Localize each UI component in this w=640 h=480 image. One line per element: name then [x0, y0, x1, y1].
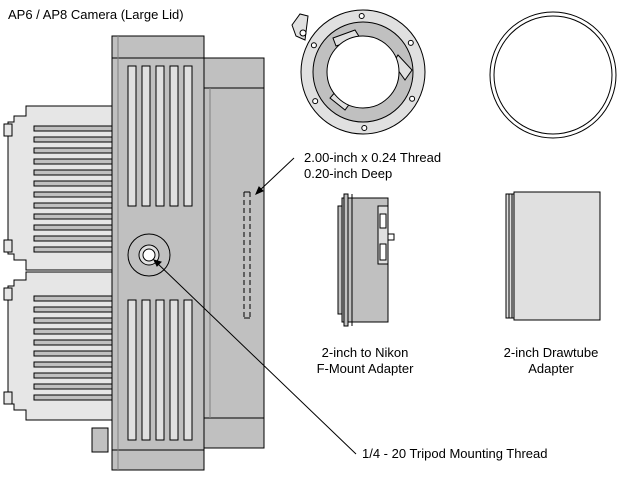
connector-pin: [33, 372, 113, 379]
cooling-fin: [169, 65, 179, 207]
screw-hole: [361, 125, 368, 131]
screw-hole: [407, 39, 414, 46]
connector-pin: [33, 125, 113, 132]
drawtube-adapter-label-line1: 2-inch Drawtube: [503, 345, 599, 360]
cooling-fin: [183, 65, 193, 207]
tripod-leader: [155, 261, 357, 455]
cooling-fin: [141, 299, 151, 441]
connector-pin: [33, 136, 113, 143]
callout-lines: [153, 157, 357, 455]
connector-pin: [33, 147, 113, 154]
nikon-adapter-label-line2: F-Mount Adapter: [316, 361, 414, 376]
connector-pin: [33, 158, 113, 165]
connector-pin: [33, 317, 113, 324]
screw-hole: [409, 95, 416, 102]
screw-hole: [310, 42, 317, 49]
cooling-fin: [155, 65, 165, 207]
connector-pin: [33, 350, 113, 357]
mount-tab: [91, 427, 109, 453]
connector-pin: [33, 361, 113, 368]
cooling-fin: [127, 299, 137, 441]
tripod-callout: 1/4 - 20 Tripod Mounting Thread: [362, 446, 548, 461]
connector-pin: [33, 180, 113, 187]
nikon-mount-front-view: [291, 9, 426, 135]
thread-dashes: [243, 191, 251, 319]
connector-pin: [33, 224, 113, 231]
connector-pin: [33, 213, 113, 220]
connector-pin: [33, 383, 113, 390]
connector-pin: [33, 306, 113, 313]
screw-hole: [312, 98, 319, 105]
screw-hole: [358, 13, 365, 19]
thread-callout-line1: 2.00-inch x 0.24 Thread: [304, 150, 442, 165]
front-plate: [203, 87, 265, 419]
camera-side-view: [3, 35, 265, 471]
nikon-adapter-label-line1: 2-inch to Nikon: [321, 345, 409, 360]
connector-pin: [33, 295, 113, 302]
connector-pin: [33, 235, 113, 242]
connector-pin: [33, 394, 113, 401]
nikon-adapter-side-view: [337, 193, 395, 327]
lever-tab: [291, 13, 309, 41]
cooling-fin: [141, 65, 151, 207]
cooling-fin: [169, 299, 179, 441]
connector-pin: [33, 169, 113, 176]
connector-pin: [33, 202, 113, 209]
drawtube-adapter-label-line2: Adapter: [528, 361, 574, 376]
cooling-fin: [127, 65, 137, 207]
cooling-fin: [155, 299, 165, 441]
connector-pin: [33, 339, 113, 346]
drawtube-side-view: [505, 191, 601, 321]
diagram-title: AP6 / AP8 Camera (Large Lid): [8, 7, 184, 22]
thread-callout-line2: 0.20-inch Deep: [304, 166, 393, 181]
drawtube-front-view: [489, 11, 617, 139]
cooling-fins: [127, 65, 193, 441]
cooling-fin: [183, 299, 193, 441]
thread-leader: [257, 157, 295, 193]
connector-pin: [33, 328, 113, 335]
screw-holes: [310, 13, 416, 131]
connector-pin: [33, 191, 113, 198]
connector-pin: [33, 246, 113, 253]
